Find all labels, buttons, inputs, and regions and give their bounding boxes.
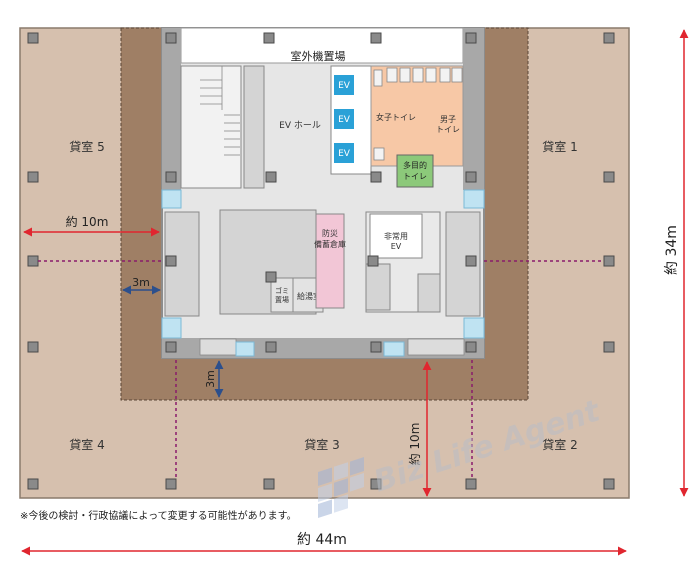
mens-toilet-label-1: 男子: [440, 115, 456, 124]
outdoor-unit-area: [180, 27, 464, 64]
glass-corner: [161, 317, 182, 339]
mens-toilet-label-2: トイレ: [436, 125, 460, 134]
glass-corner: [463, 317, 485, 339]
office-4-label: 貸室 4: [69, 437, 104, 452]
glass-corner: [161, 189, 182, 209]
outdoor-unit-label: 室外機置場: [291, 49, 346, 63]
emergency-ev-label-2: EV: [391, 242, 402, 251]
shaft: [243, 65, 265, 189]
garbage-label-1: ゴミ: [275, 286, 289, 295]
emergency-ev-sub: [365, 263, 391, 311]
ev-3: [334, 143, 354, 163]
garbage-room: [270, 277, 294, 313]
columns: [27, 32, 615, 490]
stairs: [180, 65, 242, 189]
dim-3m-bottom-label: 3m: [204, 370, 217, 388]
ev-1-label: EV: [338, 81, 351, 91]
emergency-ev-sub: [417, 273, 441, 313]
dim-3m-side-label: 3m: [132, 276, 150, 289]
disclaimer-note: ※今後の検討・行政協議によって変更する可能性があります。: [20, 511, 297, 522]
core-wall-bottom-inner: [407, 338, 465, 356]
ev-2-label: EV: [338, 115, 351, 125]
core-wall-left: [162, 28, 181, 190]
glass-door: [383, 341, 405, 357]
office-2-label: 貸室 2: [542, 437, 577, 452]
office-3-label: 貸室 3: [304, 437, 339, 452]
dim-44m-label: 約 44m: [297, 532, 347, 548]
toilet-stalls: [373, 67, 463, 161]
glass-door: [235, 341, 255, 357]
ev-2: [334, 109, 354, 129]
multipurpose-toilet: [396, 154, 434, 188]
office-5-label: 貸室 5: [69, 139, 104, 154]
multipurpose-label-1: 多目的: [403, 160, 427, 170]
office-1-label: 貸室 1: [542, 139, 577, 154]
stair-treads: [200, 66, 240, 156]
womens-toilet-label: 女子トイレ: [376, 112, 416, 122]
disaster-storage: [315, 213, 345, 309]
ev-1: [334, 75, 354, 95]
toilet-area: [370, 65, 464, 167]
emergency-ev-label-1: 非常用: [384, 231, 408, 241]
glass-corner: [463, 189, 485, 209]
core-wall-right: [463, 28, 484, 190]
disaster-label-1: 防災: [322, 228, 338, 238]
dim-10m-left-label: 約 10m: [66, 214, 109, 229]
kitchenette-label: 給湯室: [297, 291, 321, 301]
ev-3-label: EV: [338, 149, 351, 159]
disaster-label-2: 備蓄倉庫: [314, 239, 346, 249]
dim-10m-bottom-label: 約 10m: [407, 423, 422, 466]
dim-34m-label: 約 34m: [664, 225, 680, 275]
core-wall-bottom-inner: [199, 338, 237, 356]
multipurpose-label-2: トイレ: [403, 172, 427, 181]
ev-hall-label: EV ホール: [279, 120, 321, 131]
dotted-lines: [38, 260, 604, 479]
emergency-ev-box: [369, 213, 423, 259]
garbage-label-2: 置場: [275, 295, 289, 304]
